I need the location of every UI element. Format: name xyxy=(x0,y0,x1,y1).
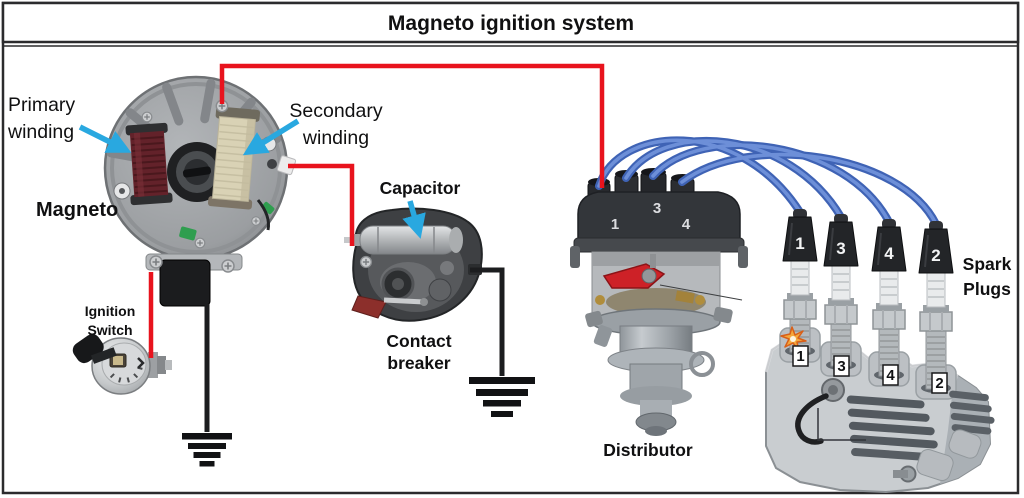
contact-breaker-label: breaker xyxy=(387,353,450,373)
breaker-post-small xyxy=(440,261,454,275)
cap-terminal-number: 1 xyxy=(611,216,619,233)
cap-terminal-number: 3 xyxy=(653,200,661,217)
switch-terminal xyxy=(165,360,172,370)
secondary-winding-label: Secondary xyxy=(289,100,382,122)
plug-wire-highlight xyxy=(624,139,843,219)
ground-icon xyxy=(469,377,535,417)
ground-icon xyxy=(182,433,232,467)
points-pivot xyxy=(420,298,428,306)
spark-plug-2: 2 xyxy=(918,221,954,393)
contact-breaker-label: Contact xyxy=(386,331,451,351)
key-shaft xyxy=(91,347,117,364)
breaker-screw xyxy=(359,255,373,269)
switch-barrel xyxy=(148,352,158,378)
cap-clip xyxy=(570,246,580,268)
red-wires xyxy=(148,63,605,358)
lead-wire xyxy=(256,199,270,231)
boot-number: 2 xyxy=(931,246,940,265)
spark-plugs: 1 3 xyxy=(780,209,954,394)
boot-number: 1 xyxy=(795,234,804,253)
boot-number: 4 xyxy=(884,244,894,263)
cylinder-tag-number: 4 xyxy=(886,367,895,384)
primary-winding-arrow-icon xyxy=(78,124,132,153)
title-box xyxy=(1,1,1020,44)
secondary-winding-label: winding xyxy=(302,127,369,149)
spark-plugs-label: Spark xyxy=(963,254,1012,274)
spark-plugs-label: Plugs xyxy=(963,279,1011,299)
cylinder-tag xyxy=(833,355,850,377)
breaker-post xyxy=(428,278,452,302)
cylinder-tag xyxy=(792,345,809,367)
capacitor-terminal-tip xyxy=(344,237,352,243)
cable-boss-center xyxy=(828,385,838,395)
cylinder-tags: 1 3 4 2 xyxy=(792,345,948,394)
keyway-insert xyxy=(113,356,123,365)
cap-rim xyxy=(573,237,745,253)
distributor-cutaway xyxy=(591,251,743,317)
cap-terminal-number: 4 xyxy=(682,216,691,233)
cylinder-tag xyxy=(931,372,948,394)
plate-screw xyxy=(141,111,153,123)
switch-barrel-step xyxy=(157,356,166,374)
ignition-switch-label: Switch xyxy=(87,322,132,338)
spark-plug-wires xyxy=(595,136,940,228)
wire-secondary-to-distributor xyxy=(219,63,605,188)
mount-hole xyxy=(267,159,277,169)
distributor-label: Distributor xyxy=(603,440,693,460)
capacitor-bands xyxy=(377,227,435,253)
cylinder-tag-number: 1 xyxy=(796,348,804,365)
thin-line xyxy=(817,408,866,441)
switch-indicator xyxy=(137,357,145,369)
engine-cable xyxy=(795,393,829,445)
points-box xyxy=(159,259,211,307)
magneto xyxy=(103,75,297,307)
green-connector xyxy=(179,226,197,241)
plug-wire-highlight xyxy=(651,143,891,224)
capacitor-arrow-icon xyxy=(402,200,426,239)
capacitor-cylinder xyxy=(359,225,457,255)
plug-wire-highlight xyxy=(680,152,938,226)
green-connector xyxy=(261,201,275,215)
distributor-cap xyxy=(577,191,741,241)
distributor: 1 3 4 xyxy=(570,168,748,436)
plate-screw xyxy=(194,237,206,249)
bracket-screw xyxy=(221,259,235,273)
secondary-winding-arrow-icon xyxy=(242,118,300,156)
cylinder-tag-number: 3 xyxy=(837,358,845,375)
cooling-fins xyxy=(846,395,938,461)
wire-contact-breaker-to-ground xyxy=(470,267,505,376)
wire-magneto-to-contact-breaker xyxy=(288,163,355,246)
engine-lug xyxy=(948,429,982,459)
ignition-switch-label: Ignition xyxy=(85,303,136,319)
boot-number: 3 xyxy=(836,239,845,258)
plate-screw xyxy=(251,216,261,226)
capacitor-end-cap xyxy=(449,227,463,253)
points-arm xyxy=(383,297,425,305)
page-title: Magneto ignition system xyxy=(388,12,634,35)
primary-winding-label: Primary xyxy=(8,94,75,116)
capacitor-label: Capacitor xyxy=(380,178,461,198)
primary-winding-label: winding xyxy=(7,121,74,143)
cap-clip xyxy=(738,246,748,268)
points-block xyxy=(351,295,387,319)
engine-lug xyxy=(916,448,954,482)
mount-hole-center xyxy=(119,188,125,194)
contact-breaker xyxy=(344,207,483,322)
bolt-stem xyxy=(893,470,908,478)
plug-wire-highlight xyxy=(597,138,802,214)
ignition-switch xyxy=(72,334,172,395)
labels: Primary winding Secondary winding Magnet… xyxy=(7,94,1012,460)
magneto-hub xyxy=(167,142,227,202)
ground-wires xyxy=(182,267,535,467)
primary-winding-coil xyxy=(125,122,173,206)
bracket-screw xyxy=(149,255,163,269)
cylinder-tag xyxy=(882,364,899,386)
magneto-label: Magneto xyxy=(36,199,118,221)
side-fins xyxy=(949,390,995,435)
cylinder-tag-number: 2 xyxy=(935,375,943,392)
breaker-cam-center xyxy=(392,278,404,290)
distributor-body xyxy=(585,306,733,436)
